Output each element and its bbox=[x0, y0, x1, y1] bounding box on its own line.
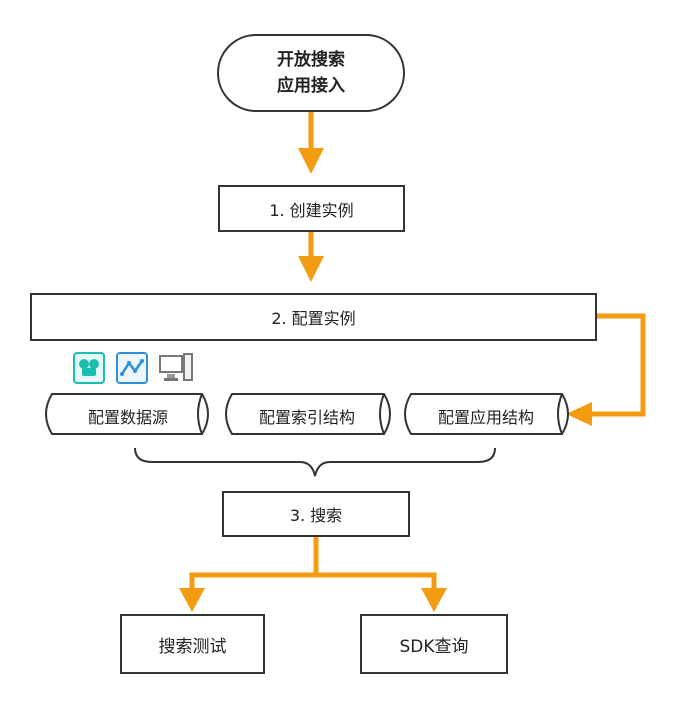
step1-create-instance: 1. 创建实例 bbox=[218, 185, 405, 232]
config-index-structure-label: 配置索引结构 bbox=[258, 408, 355, 427]
sdk-query-node: SDK查询 bbox=[360, 614, 508, 674]
start-node: 开放搜索 应用接入 bbox=[217, 34, 405, 112]
arrow-step3-to-leaves bbox=[179, 537, 447, 612]
start-line1: 开放搜索 bbox=[277, 50, 345, 70]
step3-search: 3. 搜索 bbox=[222, 491, 410, 537]
config-data-source-label: 配置数据源 bbox=[87, 408, 168, 427]
arrow-step2-to-app-structure bbox=[566, 313, 646, 426]
arrow-step1-to-step2 bbox=[298, 232, 324, 282]
config-app-structure-label: 配置应用结构 bbox=[437, 408, 534, 427]
scroll-shape-data-source bbox=[45, 393, 209, 435]
scroll-shape-app-structure bbox=[404, 393, 569, 435]
search-test-node: 搜索测试 bbox=[120, 614, 265, 674]
start-line2: 应用接入 bbox=[277, 76, 345, 96]
arrow-start-to-step1 bbox=[298, 112, 324, 174]
database-icon bbox=[73, 352, 105, 384]
scroll-shape-index-structure bbox=[225, 393, 391, 435]
computer-icon bbox=[158, 350, 194, 386]
analytics-icon bbox=[116, 352, 148, 384]
grouping-brace bbox=[134, 447, 496, 477]
step2-configure-instance: 2. 配置实例 bbox=[30, 293, 597, 341]
